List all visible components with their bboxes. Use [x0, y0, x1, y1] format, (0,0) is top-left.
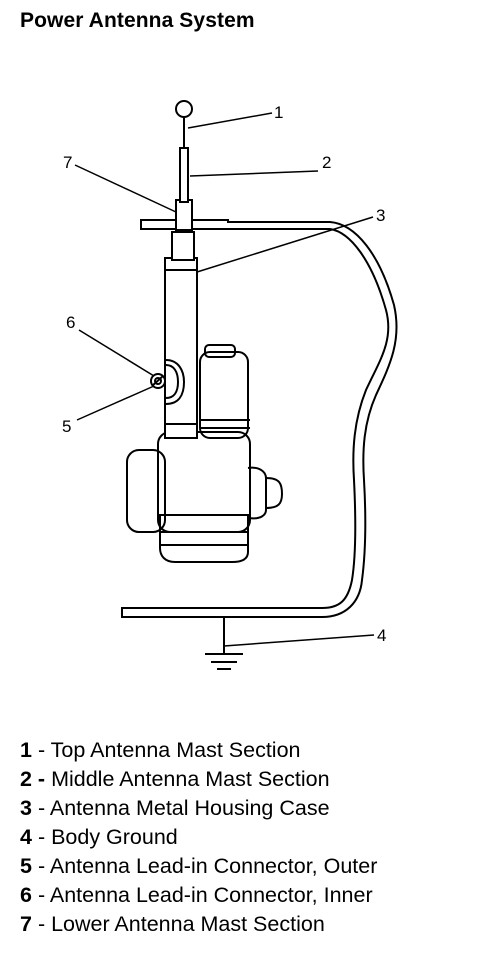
antenna-motor	[126, 344, 284, 563]
lead-in-connector	[150, 359, 186, 405]
callout-7: 7	[63, 153, 72, 172]
callout-6: 6	[66, 313, 75, 332]
antenna-mast	[175, 100, 193, 231]
ground-symbol	[205, 617, 243, 670]
legend-item: 7 - Lower Antenna Mast Section	[20, 912, 325, 936]
page-title: Power Antenna System	[20, 9, 255, 32]
callout-2: 2	[322, 153, 331, 172]
leader-lines	[74, 112, 375, 647]
callout-4: 4	[377, 626, 386, 645]
mounting-bracket	[121, 219, 398, 618]
callout-1: 1	[274, 103, 283, 122]
legend-item: 1 - Top Antenna Mast Section	[20, 738, 301, 762]
antenna-diagram: 1 2 3 4 5 6 7	[62, 100, 398, 670]
legend-item: 5 - Antenna Lead-in Connector, Outer	[20, 854, 378, 878]
callout-3: 3	[376, 206, 385, 225]
legend-item: 2 - Middle Antenna Mast Section	[20, 767, 330, 791]
callout-5: 5	[62, 417, 71, 436]
legend-item: 6 - Antenna Lead-in Connector, Inner	[20, 883, 373, 907]
legend-item: 4 - Body Ground	[20, 825, 178, 849]
legend-item: 3 - Antenna Metal Housing Case	[20, 796, 330, 820]
antenna-housing-case	[164, 231, 198, 439]
legend: 1 - Top Antenna Mast Section 2 - Middle …	[20, 736, 490, 939]
